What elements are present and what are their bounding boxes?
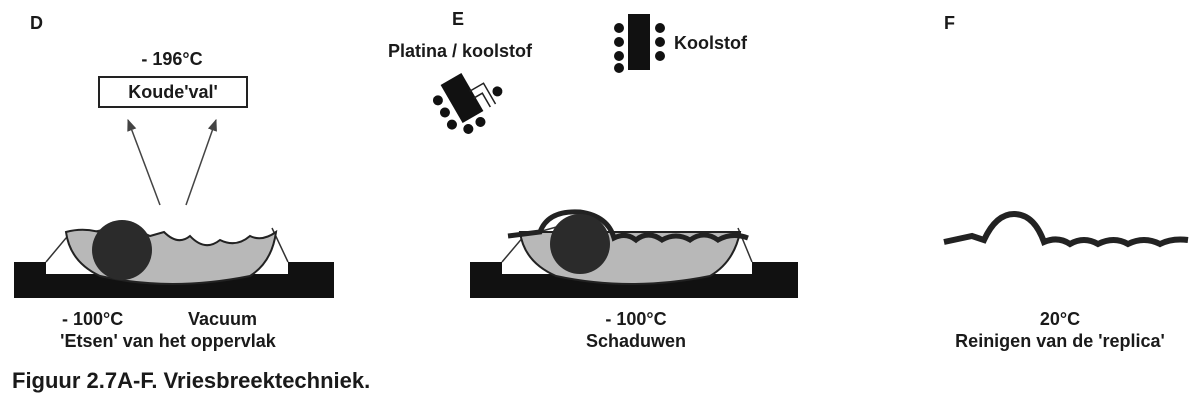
panel-d-sphere bbox=[92, 220, 152, 280]
panel-d-drawing bbox=[14, 118, 334, 298]
panel-e-source-c-label: Koolstof bbox=[674, 33, 747, 53]
panel-e-carbon-source bbox=[614, 14, 665, 73]
panel-e-replica-layer bbox=[507, 209, 749, 244]
panel-e-drawing bbox=[432, 14, 798, 298]
panel-f-step: Reinigen van de 'replica' bbox=[955, 331, 1165, 351]
panel-f-letter: F bbox=[944, 13, 955, 33]
panel-d-letter: D bbox=[30, 13, 43, 33]
panel-d-temp-top: - 196°C bbox=[141, 49, 203, 69]
panel-f-temp-bottom: 20°C bbox=[1039, 309, 1081, 329]
panel-d-vacuum: Vacuum bbox=[188, 309, 258, 329]
figure-caption: Figuur 2.7A-F. Vriesbreektechniek. bbox=[12, 368, 371, 393]
panel-d-temp-bottom: - 100°C bbox=[62, 309, 124, 329]
panel-d-stage-block-right bbox=[288, 262, 334, 276]
panel-e-pt-c-source bbox=[432, 72, 503, 134]
panel-f-replica bbox=[943, 210, 1189, 248]
panel-d-step: 'Etsen' van het oppervlak bbox=[60, 331, 276, 351]
panel-d-stage-block-left bbox=[14, 262, 46, 276]
panel-d-arrow-right bbox=[185, 118, 217, 206]
panel-e-stage-block-left bbox=[470, 262, 502, 276]
panel-e-stage-block-right bbox=[752, 262, 798, 276]
panel-e-step: Schaduwen bbox=[585, 331, 687, 351]
panel-e-source-pt-label: Platina / koolstof bbox=[388, 41, 533, 61]
panel-d-arrow-left bbox=[127, 118, 161, 206]
panel-e-sphere bbox=[550, 214, 610, 274]
panel-f-drawing bbox=[943, 210, 1189, 248]
panel-e-temp-bottom: - 100°C bbox=[605, 309, 667, 329]
panel-e-letter: E bbox=[452, 9, 465, 29]
panel-d-cold-trap: Koude'val' bbox=[98, 76, 248, 108]
